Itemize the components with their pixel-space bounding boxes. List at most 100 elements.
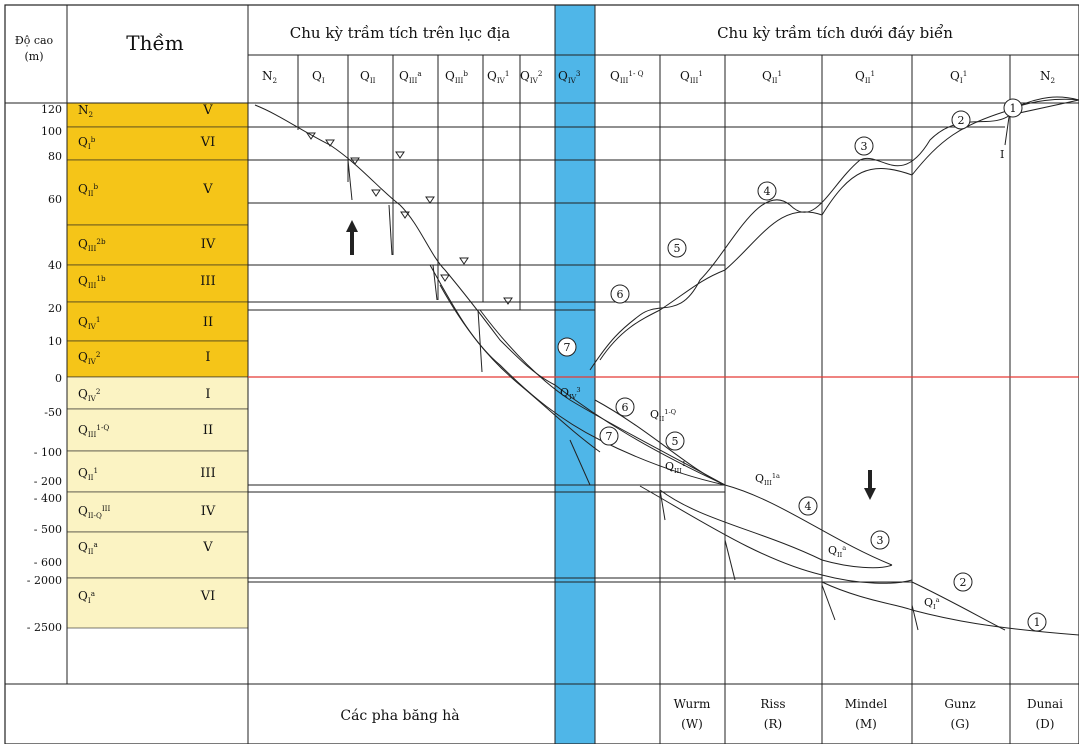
cycle-marker bbox=[951, 110, 971, 130]
terrace-header: Thềm bbox=[126, 31, 184, 55]
cycle-marker bbox=[667, 238, 687, 258]
age-column-label: QIV1 bbox=[487, 69, 509, 85]
cycle-marker-number: 4 bbox=[764, 185, 771, 198]
annotation-label: QIII1 bbox=[665, 460, 686, 475]
elevation-value: 80 bbox=[48, 150, 62, 163]
annotation-label: QIII1a bbox=[755, 472, 780, 487]
glacial-phase-code: (D) bbox=[1036, 717, 1055, 731]
age-column-label: QIIIa bbox=[399, 69, 422, 85]
tick-mark bbox=[911, 604, 919, 631]
age-column-label: N2 bbox=[262, 69, 277, 85]
lower-curve-5 bbox=[911, 581, 1006, 631]
terrace-number: VI bbox=[200, 589, 216, 604]
elevation-value: -50 bbox=[44, 406, 62, 419]
cycle-marker-number: 3 bbox=[861, 140, 868, 153]
cycle-marker-number: 5 bbox=[672, 435, 679, 448]
age-column-label: QI1 bbox=[950, 69, 967, 85]
terrace-cell-upper bbox=[66, 224, 249, 266]
table-frame bbox=[4, 4, 1079, 744]
terrace-number: II bbox=[203, 315, 213, 330]
elevation-label: Độ cao bbox=[15, 34, 54, 47]
terrace-cell-lower bbox=[66, 408, 249, 452]
cycle-marker bbox=[599, 426, 619, 446]
arrow-down-icon bbox=[864, 470, 876, 500]
elevation-value: - 100 bbox=[34, 446, 62, 459]
terrace-cell-upper bbox=[66, 340, 249, 378]
cycle-marker bbox=[870, 530, 890, 550]
cycle-marker bbox=[854, 136, 874, 156]
age-column-label: QIIIb bbox=[445, 69, 468, 85]
annotation-label: QIa bbox=[924, 596, 940, 611]
terrace-age: QIV1 bbox=[78, 315, 100, 331]
glacial-phase-name: Mindel bbox=[845, 697, 888, 711]
terrace-number: II bbox=[203, 423, 213, 438]
terrace-age: QIV2 bbox=[78, 387, 100, 403]
land-slope-4 bbox=[479, 309, 726, 486]
elevation-value: 60 bbox=[48, 193, 62, 206]
terrace-notch-icon bbox=[325, 139, 335, 147]
terrace-age: QIIa bbox=[78, 540, 99, 556]
cycle-marker bbox=[798, 496, 818, 516]
terrace-cell-upper bbox=[66, 102, 249, 128]
terrace-notch-icon bbox=[350, 157, 360, 165]
annotation-label: QII1-Q bbox=[650, 408, 677, 423]
terrace-cell-lower bbox=[66, 577, 249, 629]
age-column-label: N2 bbox=[1040, 69, 1055, 85]
terrace-age: QIa bbox=[78, 589, 96, 605]
cycle-marker bbox=[610, 284, 630, 304]
age-column-label: QIV3 bbox=[558, 69, 581, 85]
terrace-notch-icon bbox=[400, 211, 410, 219]
upper-wavy-curve-1 bbox=[599, 98, 1079, 361]
age-column-label: QIII1 bbox=[680, 69, 703, 85]
elevation-unit: (m) bbox=[24, 50, 43, 63]
elevation-value: - 200 bbox=[34, 475, 62, 488]
terrace-cell-upper bbox=[66, 264, 249, 303]
cycle-marker bbox=[953, 572, 973, 592]
elevation-value: - 2000 bbox=[27, 574, 62, 587]
terrace-age: QIII2b bbox=[78, 237, 106, 253]
cycle-marker bbox=[557, 337, 577, 357]
lower-curve-1 bbox=[594, 399, 893, 566]
tick-mark bbox=[659, 489, 666, 521]
lower-curve-4 bbox=[821, 581, 1079, 636]
terrace-age: QII1 bbox=[78, 466, 98, 482]
tick-mark bbox=[347, 159, 353, 201]
terrace-number: IV bbox=[201, 237, 216, 252]
terrace-number: IV bbox=[201, 504, 216, 519]
age-column-label: QIV2 bbox=[520, 69, 542, 85]
elevation-value: 100 bbox=[41, 125, 62, 138]
lower-curve-2 bbox=[659, 489, 893, 569]
cycle-marker-number: 7 bbox=[606, 430, 613, 443]
elevation-value: - 2500 bbox=[27, 621, 62, 634]
terrace-age: QIV2 bbox=[78, 350, 100, 366]
glacial-phase-name: Riss bbox=[760, 697, 785, 711]
terrace-notch-icon bbox=[459, 257, 469, 265]
elevation-value: 20 bbox=[48, 302, 62, 315]
cycle-marker-number: 6 bbox=[617, 288, 624, 301]
terrace-cell-upper bbox=[66, 126, 249, 161]
age-column-label: QII1 bbox=[762, 69, 782, 85]
terrace-notch-icon bbox=[440, 274, 450, 282]
terrace-notch-icon bbox=[395, 151, 405, 159]
terrace-age: QIb bbox=[78, 135, 96, 151]
terrace-number: V bbox=[202, 182, 213, 197]
glacial-phases-label: Các pha băng hà bbox=[340, 707, 459, 724]
terrace-number: I bbox=[205, 350, 210, 365]
glacial-phase-name: Wurm bbox=[674, 697, 711, 711]
cycle-marker-number: 5 bbox=[674, 242, 681, 255]
annotation-label: I bbox=[1000, 148, 1004, 161]
age-column-label: QII1 bbox=[855, 69, 875, 85]
glacial-phase-name: Gunz bbox=[944, 697, 975, 711]
cycle-marker-number: 2 bbox=[960, 576, 967, 589]
terrace-cell-lower bbox=[66, 491, 249, 533]
elevation-value: 120 bbox=[41, 103, 62, 116]
age-column-label: QI bbox=[312, 69, 325, 85]
cycle-marker-number: 6 bbox=[622, 401, 629, 414]
tick-mark bbox=[432, 264, 438, 301]
cycle-marker bbox=[1003, 98, 1023, 118]
cycle-marker-number: 7 bbox=[564, 341, 571, 354]
terrace-cell-upper bbox=[66, 301, 249, 342]
terrace-age: QIII1-Q bbox=[78, 423, 109, 439]
cycle-marker-number: 3 bbox=[877, 534, 884, 547]
